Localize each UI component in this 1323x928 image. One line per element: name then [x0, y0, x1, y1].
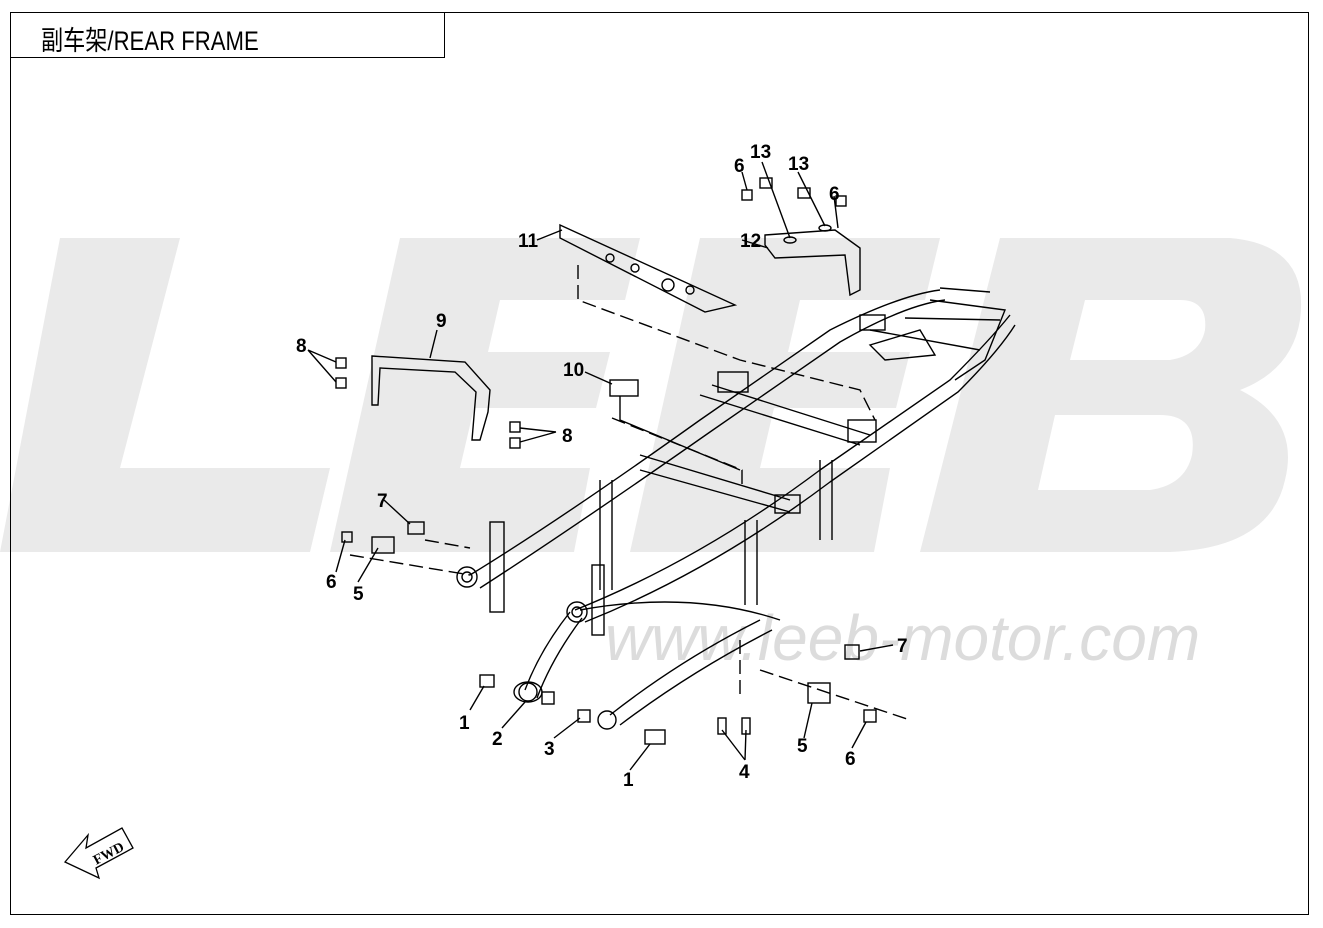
callout-6: 6	[845, 749, 856, 770]
callout-12: 12	[740, 231, 761, 252]
callout-6: 6	[734, 156, 745, 177]
callout-11: 11	[518, 231, 539, 252]
callout-1: 1	[623, 770, 634, 791]
leeb-watermark-logo	[0, 238, 1302, 552]
callout-9: 9	[436, 311, 447, 332]
rear-frame-drawing	[307, 161, 1016, 771]
callout-2: 2	[492, 729, 503, 750]
callout-7: 7	[897, 636, 908, 657]
callout-4: 4	[739, 762, 750, 783]
callout-13: 13	[788, 154, 809, 175]
callout-13: 13	[750, 142, 771, 163]
callout-6: 6	[326, 572, 337, 593]
callout-5: 5	[797, 736, 808, 757]
callout-8: 8	[562, 426, 573, 447]
title-box: 副车架/REAR FRAME	[10, 12, 445, 58]
callout-1: 1	[459, 713, 470, 734]
page-title: 副车架/REAR FRAME	[41, 26, 259, 56]
callout-10: 10	[563, 360, 584, 381]
callout-5: 5	[353, 584, 364, 605]
callout-6: 6	[829, 184, 840, 205]
callout-labels: 1 1 2 3 4 5 5 6 6 6 6 7 7 8 8 9 10 11 12…	[296, 142, 908, 791]
callout-7: 7	[377, 491, 388, 512]
callout-8: 8	[296, 336, 307, 357]
callout-3: 3	[544, 739, 555, 760]
drawing-border	[10, 12, 1309, 915]
watermark-url: www.leeb-motor.com	[605, 602, 1200, 674]
